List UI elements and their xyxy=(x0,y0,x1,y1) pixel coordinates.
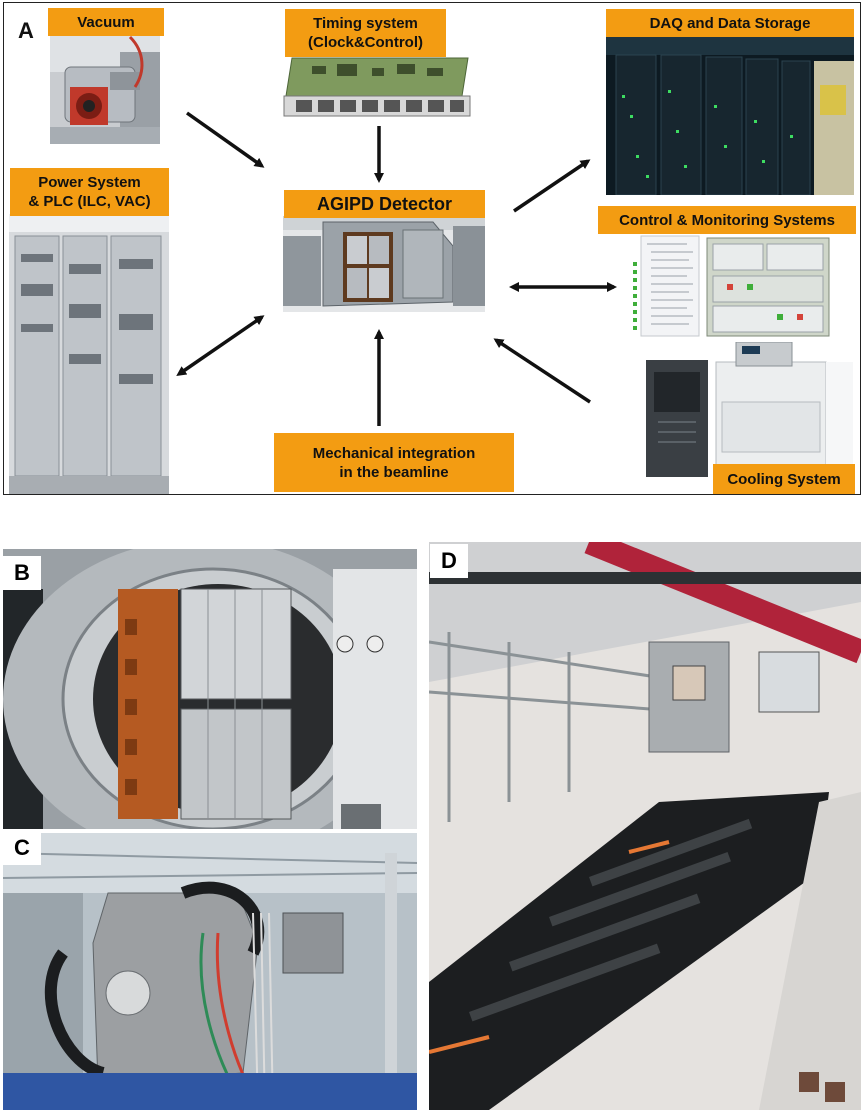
agipd-label-text: AGIPD Detector xyxy=(316,193,453,214)
connection-arrows xyxy=(176,111,617,426)
daq-photo xyxy=(606,35,854,195)
vacuum-photo xyxy=(50,32,160,144)
daq-label: DAQ and Data Storage xyxy=(606,9,854,37)
mechanical-integration-label: Mechanical integration in the beamline xyxy=(274,433,514,492)
panel-letter-b: B xyxy=(3,556,41,590)
timing-label-line2: (Clock&Control) xyxy=(308,34,423,51)
cooling-system-photo xyxy=(646,342,853,477)
timing-label: Timing system (Clock&Control) xyxy=(285,9,446,57)
control-label-text: Control & Monitoring Systems xyxy=(619,211,835,229)
power-label-line2: & PLC (ILC, VAC) xyxy=(28,193,151,210)
panel-letter-c: C xyxy=(3,831,41,865)
mech-label-line1: Mechanical integration xyxy=(312,444,476,462)
panel-d-photo xyxy=(429,542,861,1110)
power-label-line1: Power System xyxy=(38,174,141,191)
panel-c-photo xyxy=(3,833,417,1110)
cooling-system-label: Cooling System xyxy=(713,464,855,494)
arrow-power-detector-bidirectional xyxy=(176,315,265,376)
power-system-photo xyxy=(9,214,169,494)
daq-label-text: DAQ and Data Storage xyxy=(649,14,811,32)
agipd-detector-label: AGIPD Detector xyxy=(284,190,485,218)
arrow-cooling-to-detector xyxy=(493,338,591,404)
power-system-label: Power System & PLC (ILC, VAC) xyxy=(10,168,169,216)
control-monitoring-screenshot xyxy=(627,234,832,338)
cooling-label-text: Cooling System xyxy=(727,470,841,488)
vacuum-label: Vacuum xyxy=(48,8,164,36)
timing-card-photo xyxy=(282,54,474,120)
agipd-detector-photo xyxy=(283,216,485,312)
panel-b-photo xyxy=(3,549,417,829)
control-monitoring-label: Control & Monitoring Systems xyxy=(598,206,856,234)
arrow-detector-to-daq xyxy=(513,159,591,213)
mech-label-line2: in the beamline xyxy=(339,463,449,481)
vacuum-label-text: Vacuum xyxy=(77,13,135,31)
timing-label-line1: Timing system xyxy=(313,15,418,32)
panel-letter-d: D xyxy=(430,544,468,578)
panel-letter-a: A xyxy=(18,18,34,43)
arrow-vacuum-to-detector xyxy=(185,111,265,168)
